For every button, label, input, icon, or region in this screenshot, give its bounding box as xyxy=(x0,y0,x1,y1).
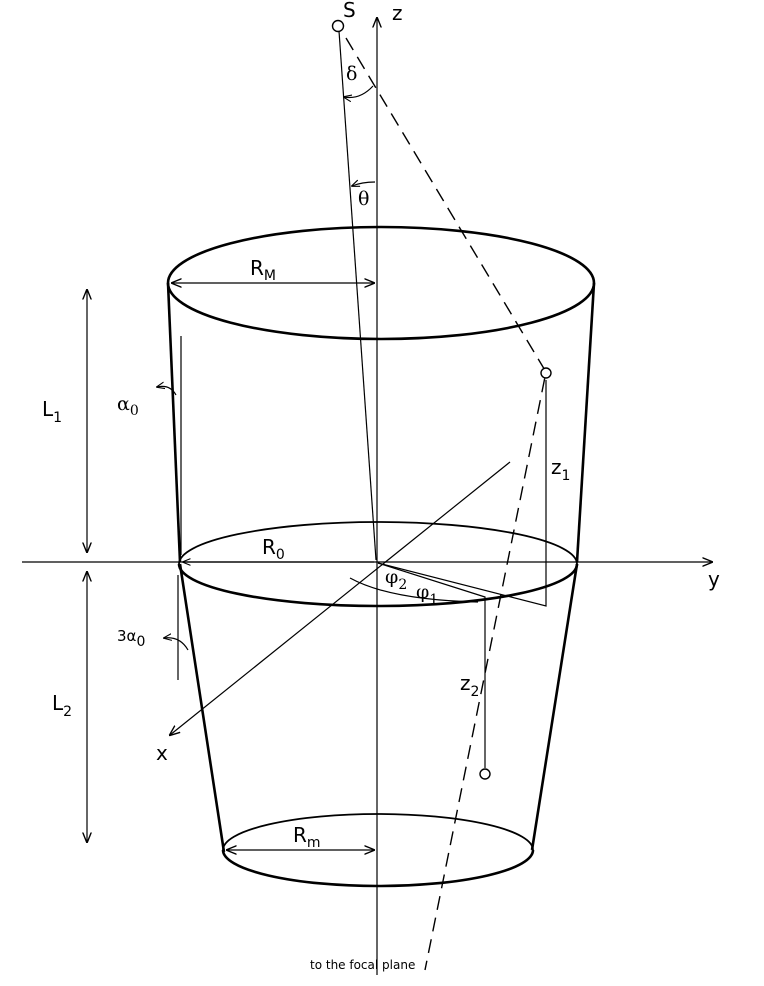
lower-right-wall xyxy=(530,563,579,851)
z1-projection xyxy=(377,380,547,607)
interaction-point-1 xyxy=(540,367,552,379)
alpha-arc xyxy=(157,386,177,396)
phi-1-label: φ1 xyxy=(416,581,438,608)
interaction-point-2 xyxy=(479,768,491,780)
three-alpha-label: 3α0 xyxy=(117,627,145,650)
focal-plane-caption: to the focal plane xyxy=(310,958,415,972)
theta-arc xyxy=(352,182,376,186)
radius-min-label: Rm xyxy=(293,823,321,851)
radius-max-label: RM xyxy=(250,256,276,284)
bottom-ellipse-front xyxy=(221,849,535,888)
length-2-label: L2 xyxy=(52,691,72,720)
length-1-label: L1 xyxy=(42,397,62,426)
z-axis-label: z xyxy=(392,1,403,25)
source-point xyxy=(331,19,345,33)
three-alpha-arc xyxy=(164,638,189,651)
lower-left-wall xyxy=(178,563,226,853)
y-axis-label: y xyxy=(708,567,720,591)
phi-2-label: φ2 xyxy=(385,566,407,593)
phi-arc xyxy=(349,577,479,603)
x-axis-label: x xyxy=(156,741,168,765)
ray-to-origin xyxy=(338,30,377,561)
x-axis xyxy=(170,461,511,735)
z1-label: z1 xyxy=(551,455,570,484)
upper-left-wall xyxy=(166,282,182,563)
delta-label: δ xyxy=(346,63,357,85)
z2-projection xyxy=(377,562,486,768)
upper-right-wall xyxy=(575,282,596,563)
delta-arc xyxy=(344,85,374,98)
alpha-label: α0 xyxy=(117,393,139,419)
theta-label: θ xyxy=(358,188,369,210)
dashed-photon-path xyxy=(345,37,547,971)
radius-zero-label: R0 xyxy=(262,535,285,563)
z2-label: z2 xyxy=(460,671,479,700)
middle-ellipse-front xyxy=(177,563,579,608)
source-label: S xyxy=(343,0,356,22)
